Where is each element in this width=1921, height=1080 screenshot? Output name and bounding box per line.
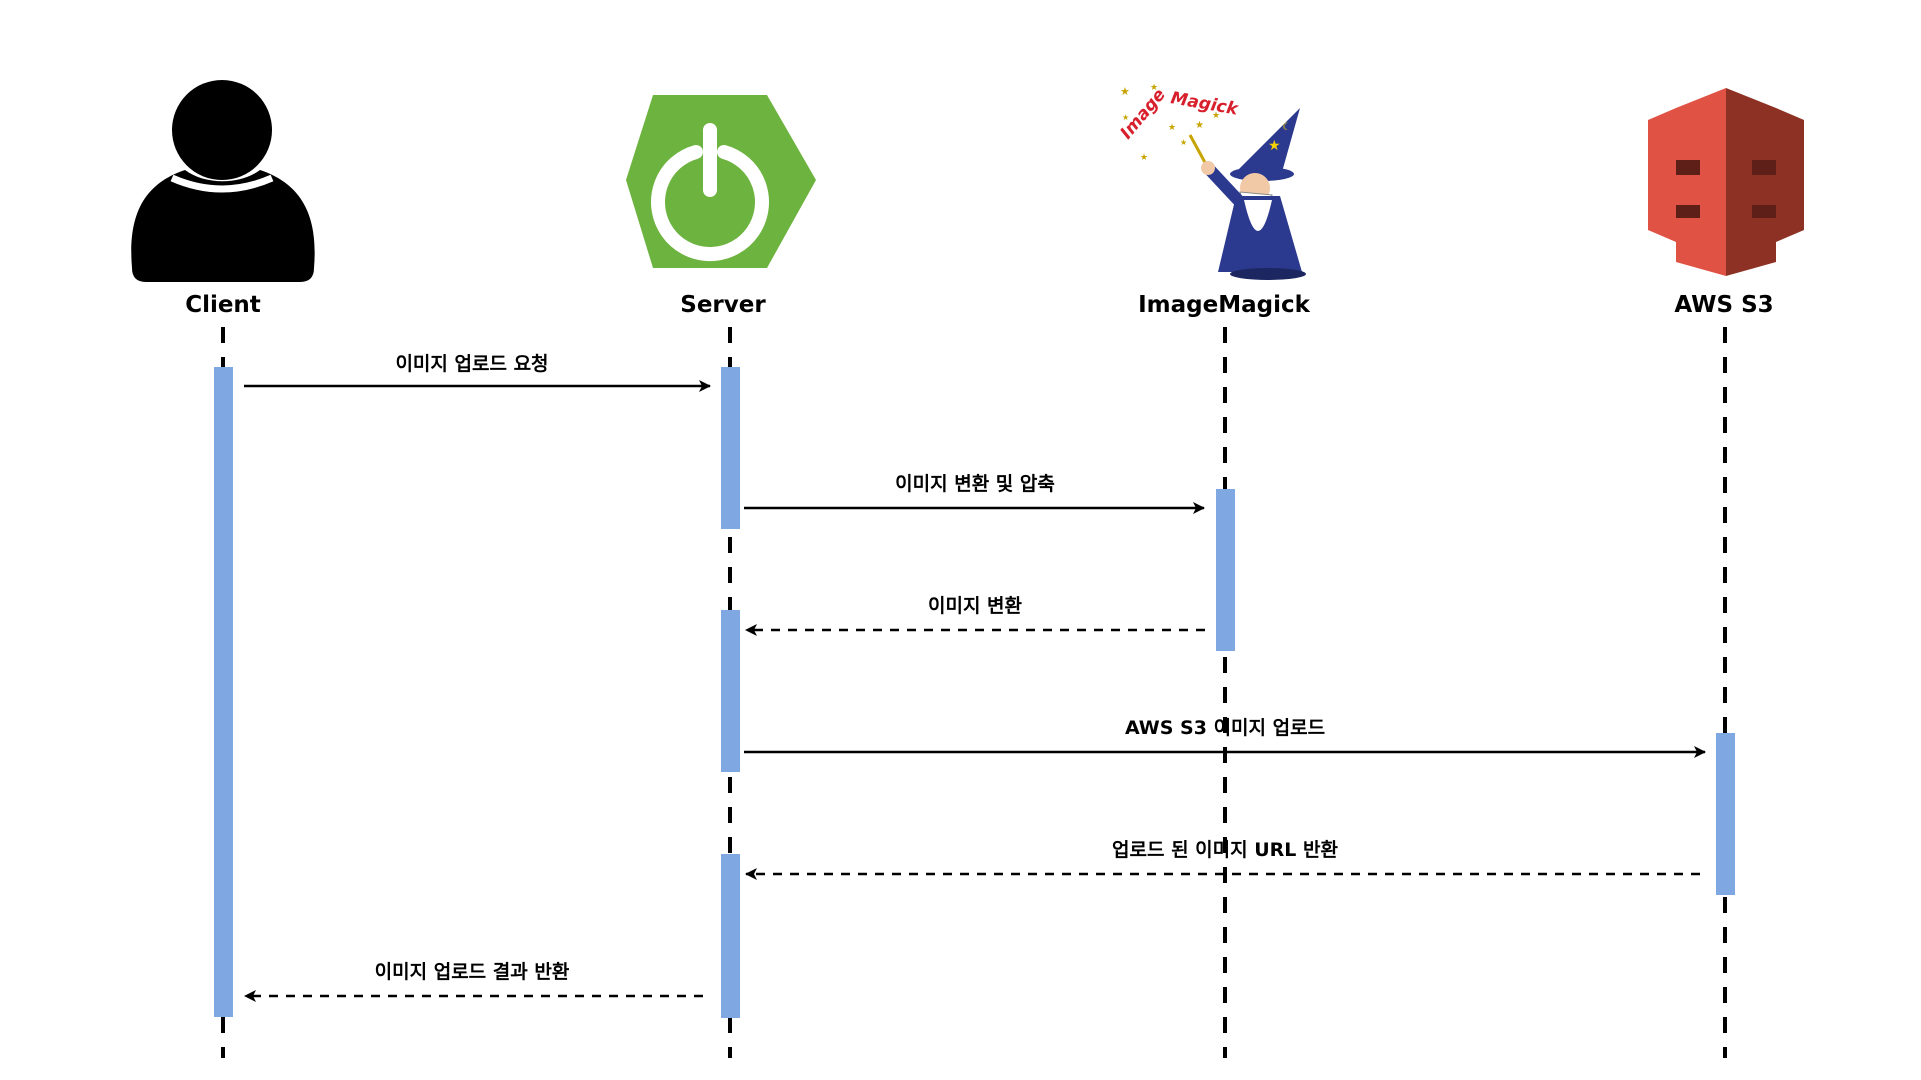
message-label: 이미지 변환 및 압축 <box>895 473 1055 495</box>
message-label: AWS S3 이미지 업로드 <box>1125 717 1325 739</box>
activation-bar-server <box>721 610 740 772</box>
svg-text:★: ★ <box>1150 83 1158 93</box>
svg-text:★: ★ <box>1195 120 1204 131</box>
activation-bar-server <box>721 367 740 529</box>
message-label: 이미지 업로드 요청 <box>395 353 548 375</box>
svg-text:★: ★ <box>1122 113 1129 122</box>
participant-label-server: Server <box>680 292 766 318</box>
activation-bar-client <box>214 367 233 1017</box>
message-converted-image-return: 이미지 변환 <box>745 595 1205 636</box>
message-upload-result-return: 이미지 업로드 결과 반환 <box>244 961 703 1002</box>
svg-text:★: ★ <box>1268 138 1281 154</box>
message-url-return: 업로드 된 이미지 URL 반환 <box>745 839 1700 880</box>
message-label: 이미지 변환 <box>928 595 1023 617</box>
user-silhouette-icon <box>131 80 315 282</box>
message-convert-compress: 이미지 변환 및 압축 <box>744 473 1205 514</box>
participant-label-imagemagick: ImageMagick <box>1138 292 1310 318</box>
activation-bar-s3 <box>1716 733 1735 895</box>
message-s3-upload: AWS S3 이미지 업로드 <box>744 717 1706 758</box>
aws-s3-bucket-icon <box>1648 88 1804 276</box>
svg-text:★: ★ <box>1120 85 1130 98</box>
svg-text:★: ★ <box>1180 138 1187 147</box>
imagemagick-wizard-logo: Image Magick ★ ★ ★ ★ ★ ★ ★ ★ ★ ☾ <box>1117 83 1306 280</box>
svg-text:★: ★ <box>1168 123 1176 133</box>
svg-text:Magick: Magick <box>1169 88 1241 120</box>
svg-text:★: ★ <box>1212 111 1220 121</box>
svg-text:☾: ☾ <box>1282 122 1291 133</box>
message-upload-request: 이미지 업로드 요청 <box>244 353 711 392</box>
participant-label-s3: AWS S3 <box>1674 292 1773 318</box>
svg-text:★: ★ <box>1140 153 1148 163</box>
activation-bar-server <box>721 854 740 1018</box>
message-label: 업로드 된 이미지 URL 반환 <box>1112 839 1338 861</box>
activation-bar-imagemagick <box>1216 489 1235 651</box>
participant-label-client: Client <box>185 292 261 318</box>
message-label: 이미지 업로드 결과 반환 <box>375 961 570 983</box>
spring-boot-power-icon <box>626 95 816 268</box>
